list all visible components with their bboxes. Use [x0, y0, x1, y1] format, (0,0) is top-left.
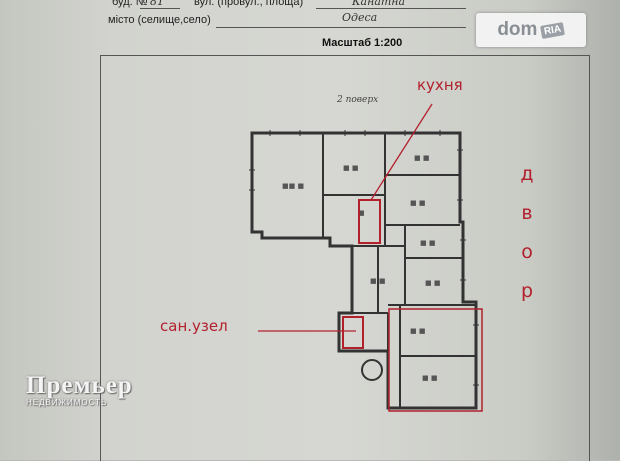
svg-text:■ ■: ■ ■	[422, 374, 437, 382]
svg-text:■ ■: ■ ■	[410, 199, 425, 207]
city-value: Одеса	[342, 11, 378, 24]
bathroom-highlight	[342, 316, 364, 349]
svg-text:■ ■: ■ ■	[343, 164, 358, 172]
kitchen-highlight	[358, 199, 381, 244]
bathroom-label: сан.узел	[160, 317, 228, 335]
watermark-brand: dom	[497, 19, 538, 40]
floor-note: 2 поверх	[337, 95, 379, 105]
city-line	[216, 27, 466, 28]
building-line	[140, 8, 180, 9]
agency-watermark: Премьер НЕДВИЖИМОСТЬ	[26, 372, 133, 407]
yard-room-highlight	[388, 308, 483, 412]
kitchen-pointer	[370, 103, 433, 201]
scale-label: Масштаб 1:200	[322, 37, 403, 49]
plan-frame	[100, 55, 590, 461]
svg-text:■ ■: ■ ■	[410, 327, 425, 335]
svg-text:■ ■: ■ ■	[420, 239, 435, 247]
stair-marker	[361, 359, 383, 381]
svg-text:■ ■: ■ ■	[425, 279, 440, 287]
city-label: місто (селище,село)	[108, 14, 211, 26]
svg-text:■: ■	[358, 209, 365, 217]
street-value: Канатна	[352, 0, 406, 8]
street-label: вул. (провул., площа)	[194, 0, 304, 8]
agency-subtitle: НЕДВИЖИМОСТЬ	[26, 398, 108, 407]
svg-text:■■ ■: ■■ ■	[282, 182, 304, 190]
agency-name: Премьер	[26, 372, 133, 399]
kitchen-label: кухня	[417, 76, 463, 94]
yard-label: двор	[520, 163, 534, 302]
street-line	[316, 8, 466, 9]
svg-text:■ ■: ■ ■	[370, 277, 385, 285]
building-label: буд. №	[112, 0, 148, 8]
outer-wall	[250, 131, 478, 410]
dom-ria-watermark: dom RIA	[476, 13, 586, 47]
svg-text:■ ■: ■ ■	[414, 154, 429, 162]
building-number: 81	[150, 0, 164, 8]
